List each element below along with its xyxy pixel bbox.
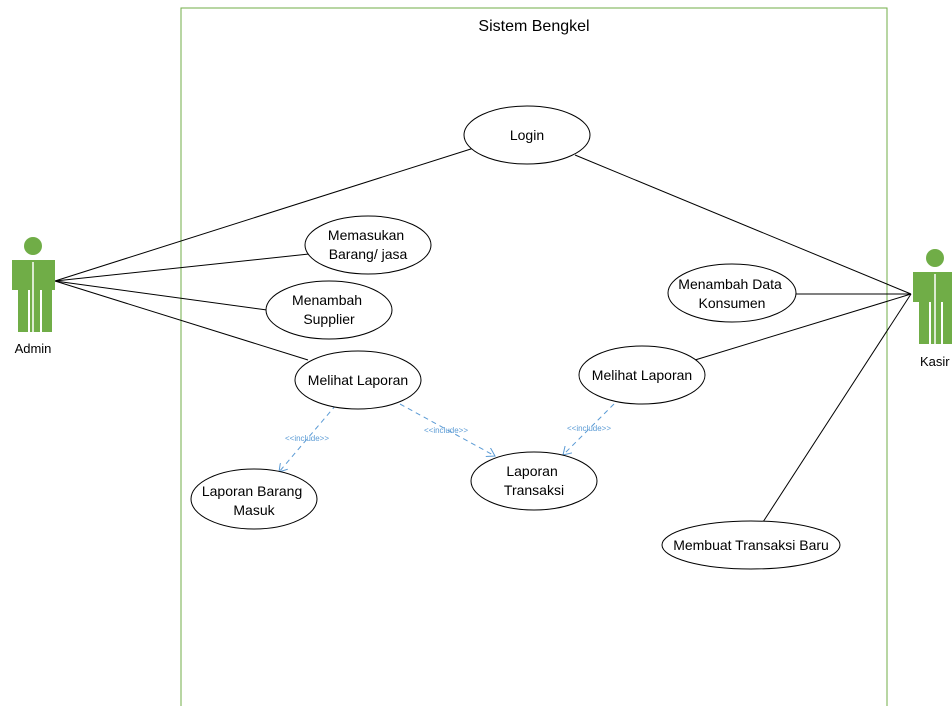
- actor-admin-label: Admin: [15, 341, 52, 356]
- include-arrow-transaksi-admin: [399, 403, 495, 456]
- assoc-admin-memasukan: [54, 253, 310, 282]
- use-case-label-login: Login: [510, 127, 544, 143]
- use-case-label-laporan-transaksi: Laporan Transaksi: [504, 463, 564, 498]
- include-arrow-barang-masuk: [279, 404, 337, 472]
- use-case-label-menambah-data-konsumen: Menambah Data Konsumen: [678, 276, 785, 311]
- use-case-label-memasukan: Memasukan Barang/ jasa: [328, 227, 408, 262]
- use-case-melihat-laporan-admin[interactable]: [294, 350, 422, 410]
- actor-kasir-icon[interactable]: [913, 249, 952, 344]
- use-case-melihat-laporan-kasir[interactable]: [578, 345, 706, 405]
- assoc-admin-melihat-laporan: [54, 280, 309, 361]
- include-arrow-transaksi-kasir: [563, 403, 615, 455]
- use-case-label-membuat-transaksi-baru: Membuat Transaksi Baru: [673, 537, 829, 553]
- assoc-kasir-melihat-laporan: [694, 293, 912, 361]
- use-case-label-laporan-barang-masuk: Laporan Barang Masuk: [202, 483, 306, 518]
- use-case-laporan-transaksi[interactable]: [470, 451, 598, 511]
- use-case-menambah-data-konsumen[interactable]: [667, 263, 797, 323]
- assoc-kasir-membuat-transaksi: [762, 293, 912, 523]
- include-label-transaksi-kasir: <<include>>: [567, 424, 611, 433]
- use-case-memasukan-barang-jasa[interactable]: [304, 215, 432, 275]
- system-title: Sistem Bengkel: [478, 18, 589, 35]
- actor-kasir-label: Kasir: [920, 354, 950, 369]
- use-case-login[interactable]: [463, 105, 591, 165]
- include-label-barang-masuk: <<include>>: [285, 434, 329, 443]
- include-label-transaksi-admin: <<include>>: [424, 426, 468, 435]
- use-case-label-melihat-laporan-kasir: Melihat Laporan: [592, 367, 692, 383]
- assoc-kasir-login: [574, 154, 912, 295]
- assoc-admin-menambah-supplier: [54, 280, 268, 311]
- use-case-menambah-supplier[interactable]: [265, 280, 393, 340]
- use-case-label-menambah-supplier: Menambah Supplier: [292, 292, 366, 327]
- use-case-label-melihat-laporan-admin: Melihat Laporan: [308, 372, 408, 388]
- use-case-membuat-transaksi-baru[interactable]: [661, 520, 841, 570]
- system-boundary: [180, 7, 888, 706]
- use-case-laporan-barang-masuk[interactable]: [190, 468, 318, 530]
- assoc-admin-login: [54, 147, 475, 282]
